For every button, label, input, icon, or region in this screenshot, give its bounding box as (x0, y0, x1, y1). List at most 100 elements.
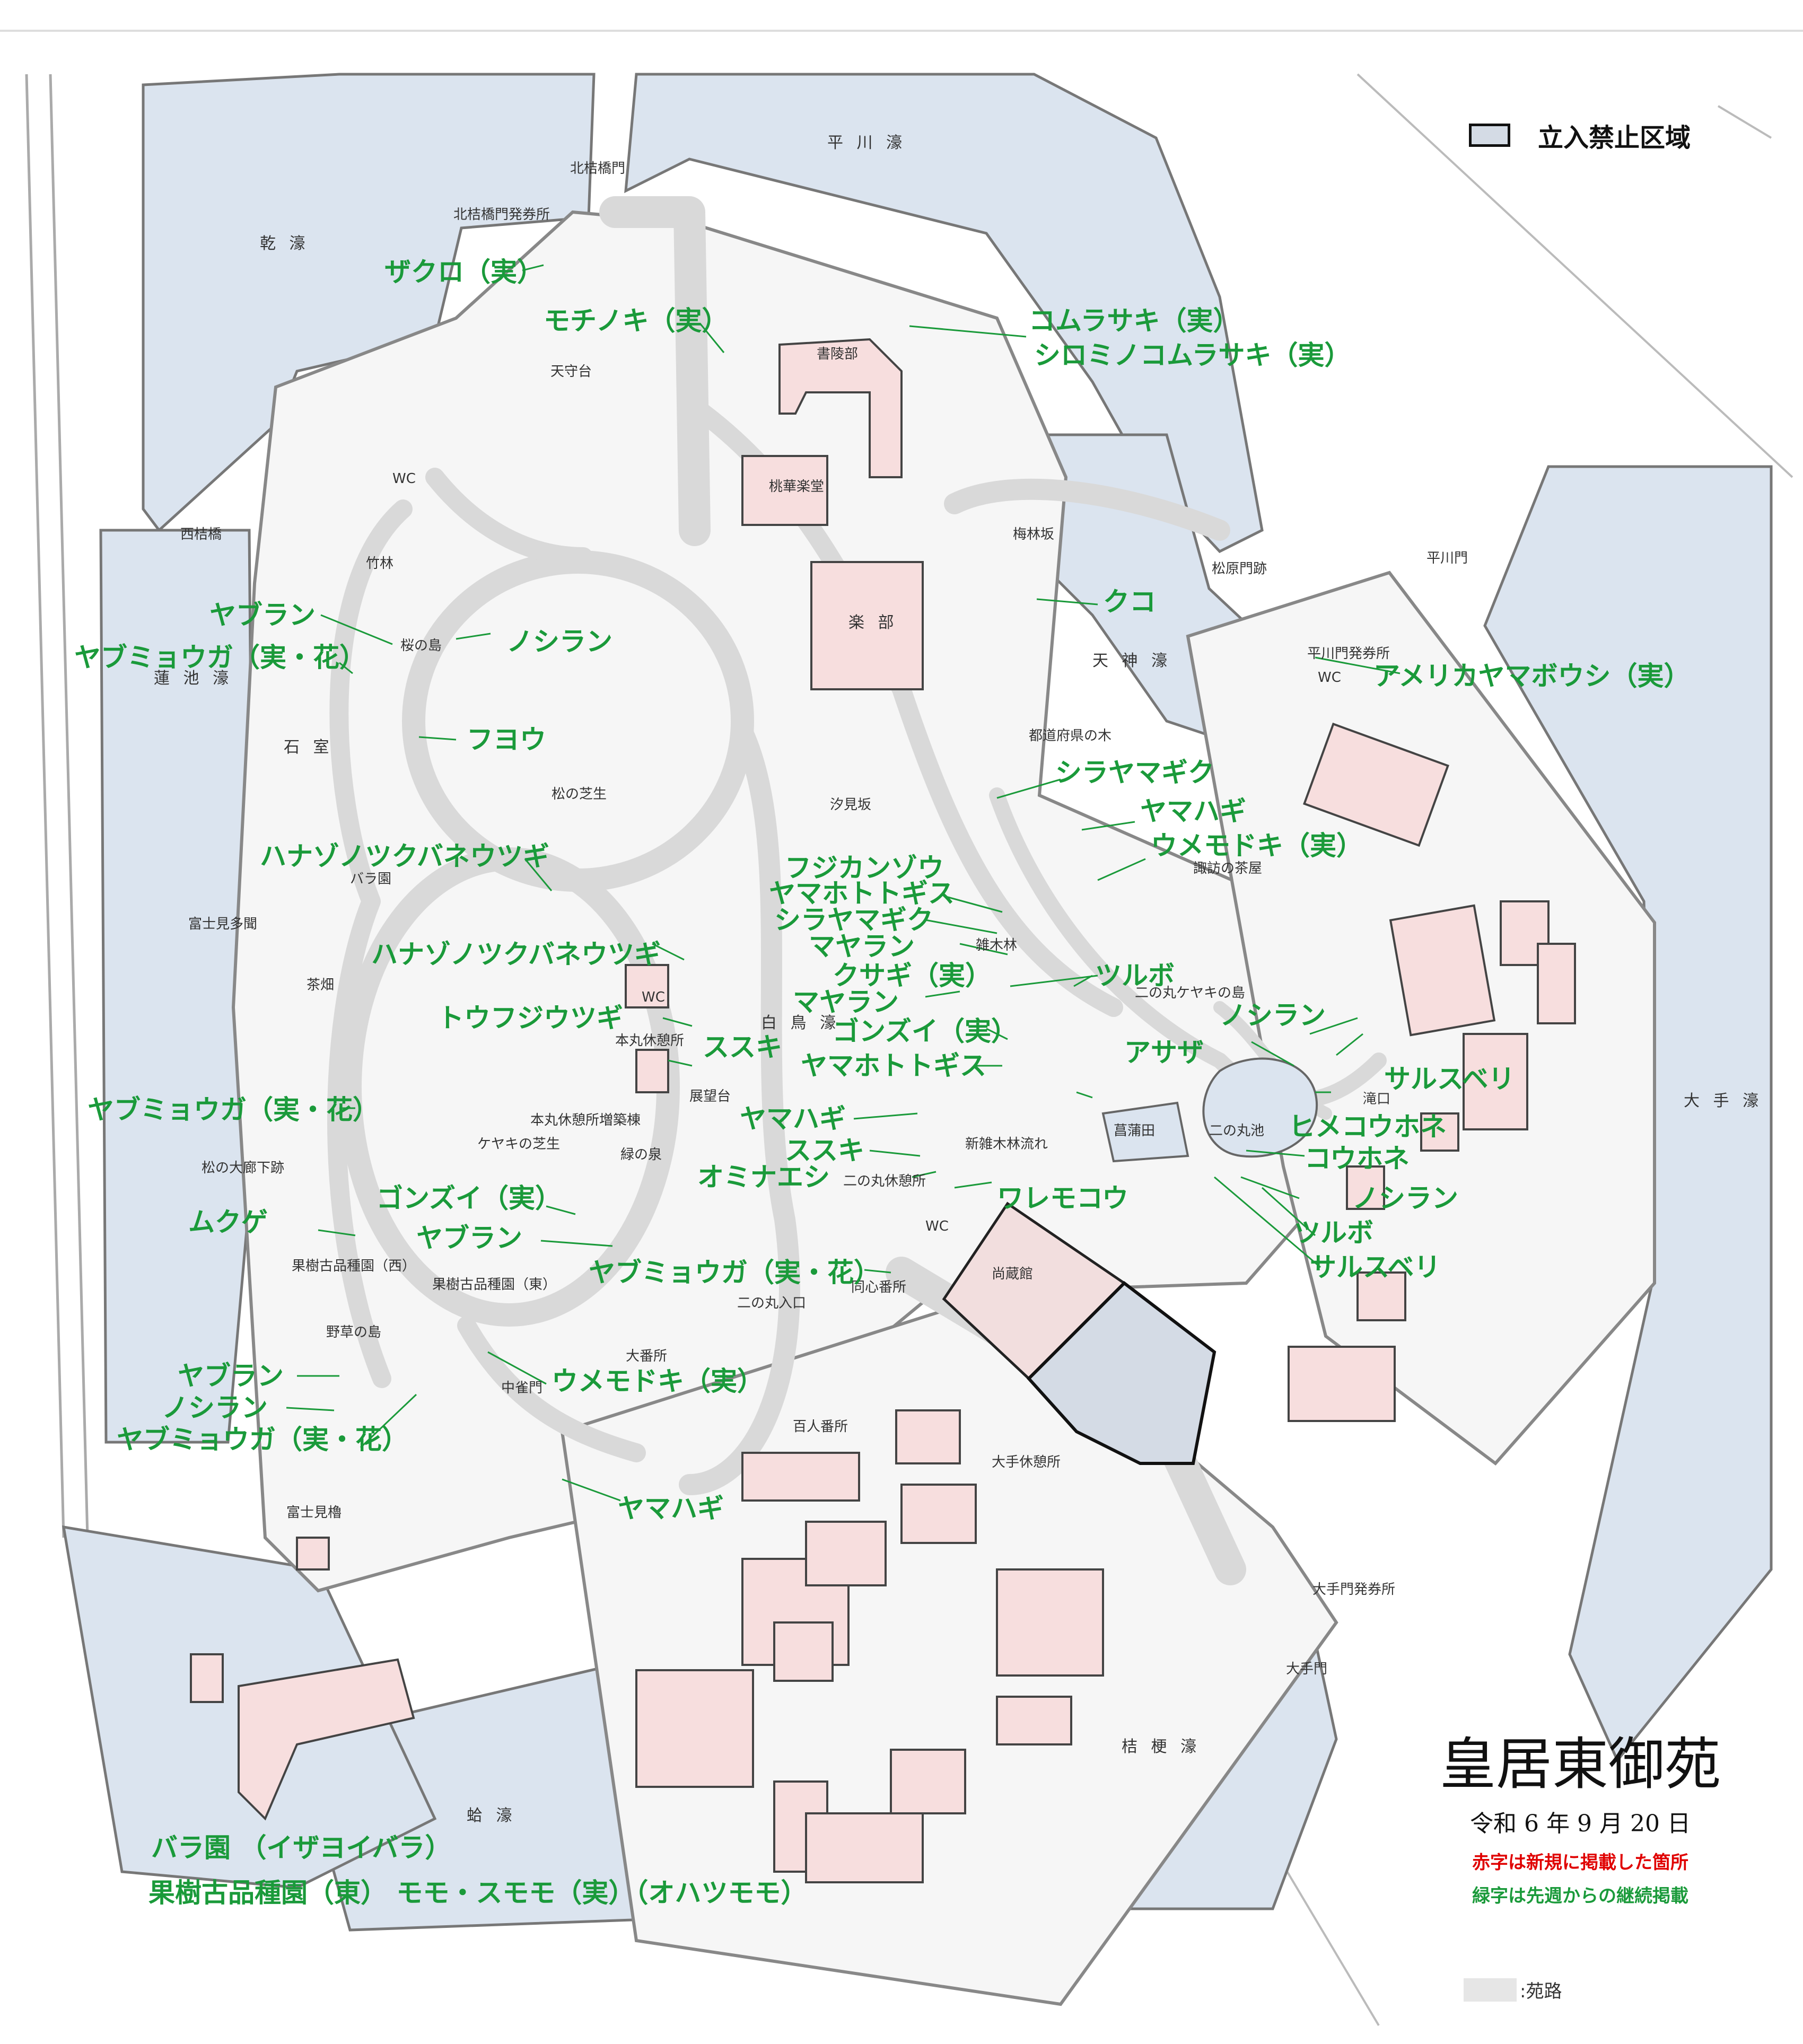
place-label: 諏訪の茶屋 (1193, 861, 1263, 876)
plant-label: ノシラン (506, 626, 612, 657)
place-label: 松の芝生 (552, 786, 607, 802)
plant-label: ヤブミョウガ（実・花） (74, 642, 366, 673)
plant-label: ザクロ（実） (384, 257, 544, 287)
place-label: 西桔橋 (180, 527, 222, 542)
hasuike-moat (99, 529, 256, 1444)
plant-label: ヤマハギ (740, 1103, 846, 1134)
place-label: 富士見櫓 (286, 1505, 342, 1521)
place-label: 本丸休憩所増築棟 (530, 1112, 641, 1128)
path-legend: :苑路 (1464, 1977, 1562, 2003)
place-label: 楽 部 (848, 613, 898, 632)
plant-label: サルスベリ (1310, 1252, 1441, 1283)
place-label: 展望台 (689, 1089, 731, 1104)
plant-label: ウメモドキ（実） (1151, 830, 1363, 861)
place-label: 富士見多聞 (188, 916, 258, 932)
plant-label: バラ園 （イザヨイバラ） (151, 1832, 452, 1863)
plant-label: コムラサキ（実） (1029, 305, 1240, 336)
place-label: 二の丸ケヤキの島 (1135, 985, 1246, 1001)
shobuda-pond (1101, 1101, 1189, 1163)
plant-label: ノシラン (162, 1392, 268, 1423)
restricted-legend-swatch (1469, 124, 1510, 147)
plant-label: ヤマハギ (618, 1493, 724, 1524)
place-label: 石 室 (284, 738, 334, 757)
plant-label: ムクゲ (188, 1207, 268, 1238)
place-label: 乾 濠 (260, 234, 310, 253)
place-label: 果樹古品種園（西） (292, 1258, 416, 1274)
plant-label: ウメモドキ（実） (552, 1366, 764, 1397)
note-new-items: 赤字は新規に掲載した箇所 (1472, 1852, 1688, 1873)
place-label: 桔 梗 濠 (1122, 1738, 1201, 1756)
place-label: 蛤 濠 (467, 1806, 517, 1825)
place-label: 大手門 (1286, 1661, 1328, 1677)
plant-label: シラヤマギク (774, 905, 933, 935)
place-label: WC (642, 989, 665, 1005)
place-label: 大 手 濠 (1684, 1092, 1763, 1110)
plant-label: クコ (1103, 586, 1156, 617)
place-label: 雑木林 (976, 937, 1018, 953)
plant-label: シロミノコムラサキ（実） (1034, 340, 1351, 371)
plant-label: ススキ (703, 1032, 782, 1063)
plant-label: アサザ (1124, 1037, 1204, 1068)
plant-label: ヤブミョウガ（実・花） (87, 1094, 379, 1125)
place-label: 書陵部 (817, 346, 859, 362)
place-label: 竹林 (366, 556, 394, 572)
map-title: 皇居東御苑 (1440, 1732, 1721, 1797)
plant-label: ゴンズイ（実） (377, 1183, 562, 1214)
plant-label: ノシラン (1352, 1183, 1458, 1214)
inui-moat (142, 73, 596, 532)
place-label: バラ園 (350, 871, 392, 887)
place-label: 滝口 (1363, 1091, 1391, 1107)
plant-label: ハナゾノツクバネウツギ (371, 939, 661, 970)
plant-label: ヤブラン (209, 600, 316, 630)
place-label: 二の丸池 (1209, 1123, 1265, 1139)
plant-label: ヤマハギ (1140, 796, 1246, 827)
buildings (190, 338, 1576, 1883)
plant-label: ノシラン (1220, 1000, 1326, 1031)
place-label: WC (925, 1218, 949, 1234)
plant-label: ツルボ (1294, 1217, 1373, 1248)
plant-label: ヤブラン (416, 1223, 522, 1253)
place-label: WC (392, 471, 416, 487)
place-label: 天守台 (550, 364, 592, 380)
plant-label: ヤブラン (178, 1361, 284, 1391)
place-label: 北桔橋門発券所 (453, 207, 550, 223)
place-label: 平川門 (1426, 550, 1468, 566)
gakubu-building (810, 561, 924, 690)
plant-label: フジカンゾウ (785, 853, 944, 883)
place-label: 緑の泉 (620, 1147, 662, 1163)
place-label: 大手休憩所 (992, 1454, 1061, 1470)
place-label: 都道府県の木 (1029, 728, 1112, 744)
place-label: 桜の島 (400, 638, 442, 654)
plant-label: ススキ (785, 1135, 864, 1166)
plant-label: シラヤマギク (1055, 757, 1214, 788)
place-label: 二の丸入口 (737, 1295, 807, 1311)
ote-moat (1483, 465, 1773, 1763)
place-label: 平 川 濠 (827, 134, 907, 152)
place-label: 松の大廊下跡 (202, 1160, 285, 1176)
place-label: 天 神 濠 (1092, 652, 1172, 670)
plant-label: ヤマホトトギス (801, 1050, 986, 1081)
plant-label: アメリカヤマボウシ（実） (1373, 661, 1691, 691)
plant-label: モチノキ（実） (544, 305, 729, 336)
plant-label: クサギ（実） (833, 960, 992, 991)
place-label: 桃華楽堂 (769, 479, 825, 495)
plant-label: ハナゾノツクバネウツギ (260, 841, 549, 872)
plant-label: ワレモコウ (997, 1183, 1128, 1214)
place-label: 大番所 (626, 1348, 668, 1364)
place-label: 尚蔵館 (992, 1266, 1034, 1282)
place-label: WC (1318, 670, 1341, 686)
place-label: ケヤキの芝生 (477, 1136, 561, 1152)
shoryobu-building (778, 338, 903, 478)
place-label: 大手門発券所 (1312, 1582, 1396, 1598)
plant-label: ヤブミョウガ（実・花） (589, 1257, 880, 1288)
note-continued-items: 緑字は先週からの継続掲載 (1472, 1885, 1688, 1907)
place-label: 本丸休憩所 (615, 1033, 685, 1049)
title-block: 皇居東御苑 令和 6 年 9 月 20 日 赤字は新規に掲載した箇所 緑字は先週… (1432, 1732, 1729, 1907)
path-legend-swatch (1464, 1978, 1517, 2002)
place-label: 茶畑 (307, 977, 335, 993)
place-label: 北桔橋門 (570, 161, 626, 177)
place-label: 同心番所 (851, 1279, 907, 1295)
place-label: 梅林坂 (1013, 527, 1055, 542)
plant-label: オミナエシ (697, 1162, 830, 1192)
